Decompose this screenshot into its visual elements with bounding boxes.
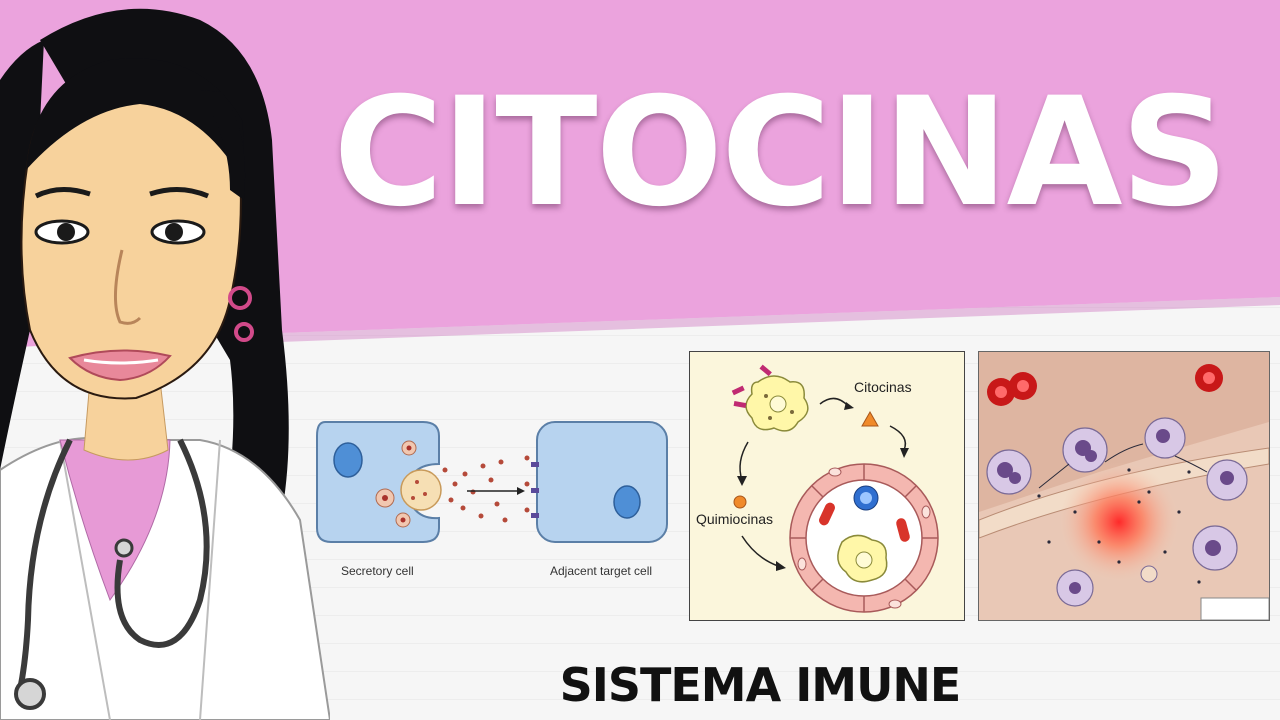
target-cell-shape xyxy=(536,421,668,543)
chemokine-dot-icon xyxy=(733,495,747,509)
stethoscope-icon xyxy=(17,438,73,691)
paracrine-signalling-figure: Secretory cell Adjacent target cell xyxy=(305,400,685,600)
doctor-character-illustration xyxy=(0,0,330,720)
receptor-markers xyxy=(531,462,539,518)
cytokine-triangle-icon xyxy=(861,410,879,427)
inflammation-tissue-figure xyxy=(978,351,1270,621)
inflammation-site xyxy=(1059,462,1179,582)
secretory-cell-label: Secretory cell xyxy=(341,564,414,578)
target-cell-label: Adjacent target cell xyxy=(550,564,652,578)
page-title: CITOCINAS xyxy=(333,66,1228,240)
chemokine-diagram: Citocinas Quimiocinas xyxy=(689,351,965,621)
cytokine-label: Citocinas xyxy=(854,379,912,395)
secreted-cytokine-dots xyxy=(411,459,508,523)
secretory-nucleus xyxy=(333,442,363,478)
chemokine-label: Quimiocinas xyxy=(696,511,773,527)
subtitle-sistema-imune: SISTEMA IMUNE xyxy=(559,658,962,712)
red-blood-cells xyxy=(987,364,1223,406)
